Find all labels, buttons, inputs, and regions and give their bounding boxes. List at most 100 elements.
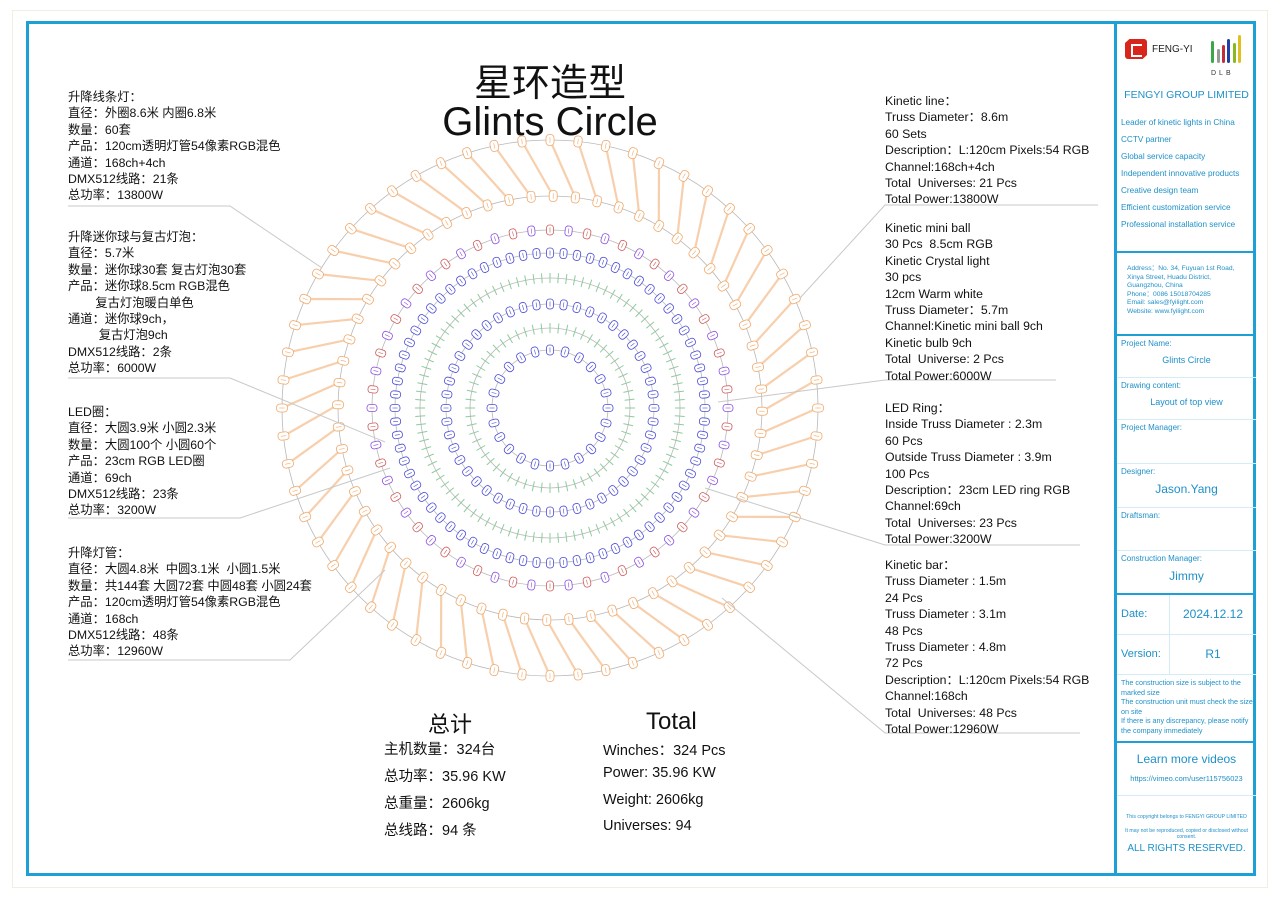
spec-line: 升降迷你球与复古灯泡： bbox=[68, 230, 204, 244]
note-item: If there is any discrepancy, please noti… bbox=[1121, 716, 1249, 735]
spec-line: Kinetic mini ball bbox=[885, 221, 971, 235]
spec-line: DMX512线路：23条 bbox=[68, 487, 179, 502]
spec-line: 直径：外圈8.6米 内圈6.8米 bbox=[68, 106, 217, 121]
spec-line: Total Universes: 48 Pcs bbox=[885, 705, 1017, 720]
videos-section: Learn more videos https://vimeo.com/user… bbox=[1117, 743, 1256, 796]
totals-power-en: Power: 35.96 KW bbox=[603, 765, 716, 781]
spec-line: Truss Diameter : 3.1m bbox=[885, 607, 1007, 622]
fengyi-logo-icon bbox=[1125, 39, 1147, 59]
feature-item: Independent innovative products bbox=[1121, 169, 1240, 178]
spec-line: Total Universe: 2 Pcs bbox=[885, 352, 1004, 367]
address-line: Address：No. 34, Fuyuan 1st Road, bbox=[1127, 265, 1235, 272]
spec-line: 数量：60套 bbox=[68, 122, 131, 137]
spec-line: 100 Pcs bbox=[885, 466, 930, 481]
construction-manager-label: Construction Manager: bbox=[1121, 554, 1202, 563]
spec-line: 12cm Warm white bbox=[885, 286, 983, 301]
designer-row: Designer: Jason.Yang bbox=[1117, 464, 1256, 508]
copyright-line-1: This copyright belongs to FENGYI GROUP L… bbox=[1126, 814, 1247, 820]
spec-line: Description：L:120cm Pixels:54 RGB bbox=[885, 143, 1090, 158]
version-value: R1 bbox=[1205, 647, 1221, 661]
draftsman-row: Draftsman: bbox=[1117, 508, 1256, 551]
spec-line: Kinetic line： bbox=[885, 94, 957, 108]
title-cn: 星环造型 bbox=[473, 63, 626, 105]
totals-heading-cn: 总计 bbox=[428, 712, 473, 737]
spec-line: 总功率：3200W bbox=[68, 503, 157, 518]
spec-line: 产品：120cm透明灯管54像素RGB混色 bbox=[68, 139, 281, 154]
copyright-line-2: It may not be reproduced, copied or disc… bbox=[1125, 828, 1248, 840]
spec-line: 30 pcs bbox=[885, 270, 922, 285]
totals-power-cn: 总功率：35.96 KW bbox=[384, 769, 506, 785]
spec-line: Channel:69ch bbox=[885, 499, 961, 514]
feature-item: Professional installation service bbox=[1121, 220, 1236, 229]
spec-line: 升降线条灯： bbox=[68, 90, 142, 104]
spec-line: Inside Truss Diameter : 2.3m bbox=[885, 417, 1043, 432]
spec-line: 总功率：13800W bbox=[68, 188, 163, 203]
feature-item: Efficient customization service bbox=[1121, 203, 1231, 212]
spec-line: 60 Pcs bbox=[885, 433, 923, 448]
spec-line: 产品：23cm RGB LED圈 bbox=[68, 454, 205, 469]
feature-item: Leader of kinetic lights in China bbox=[1121, 118, 1235, 127]
draftsman-label: Draftsman: bbox=[1121, 511, 1161, 520]
totals-universes-en: Universes: 94 bbox=[603, 818, 692, 834]
title-block: FENG-YI DLB FENGYI GROUP LIMITED Leader … bbox=[1114, 21, 1256, 876]
spec-line: LED Ring： bbox=[885, 401, 950, 415]
spec-line: Kinetic bulb 9ch bbox=[885, 335, 972, 350]
spec-line: 数量：共144套 大圆72套 中圆48套 小圆24套 bbox=[68, 578, 312, 593]
spec-line: LED圈： bbox=[68, 405, 117, 419]
spec-line: Kinetic bar： bbox=[885, 558, 956, 572]
spec-line: Total Power:13800W bbox=[885, 192, 999, 207]
spec-line: Description：23cm LED ring RGB bbox=[885, 483, 1071, 498]
date-label: Date: bbox=[1121, 608, 1148, 620]
spec-line: 产品：迷你球8.5cm RGB混色 bbox=[68, 279, 230, 294]
page-border bbox=[12, 10, 1268, 888]
spec-line: 数量：迷你球30套 复古灯泡30套 bbox=[68, 262, 247, 277]
designer-value: Jason.Yang bbox=[1155, 482, 1218, 496]
date-row: Date: 2024.12.12 bbox=[1117, 595, 1256, 675]
spec-kinetic-line-cn: 升降线条灯： 直径：外圈8.6米 内圈6.8米数量：60套产品：120cm透明灯管… bbox=[68, 89, 281, 204]
version-label: Version: bbox=[1121, 648, 1161, 660]
videos-link[interactable]: https://vimeo.com/user115756023 bbox=[1130, 774, 1243, 783]
spec-line: Outside Truss Diameter : 3.9m bbox=[885, 450, 1052, 465]
note-item: The construction size is subject to the … bbox=[1121, 678, 1241, 697]
company-features: Leader of kinetic lights in China CCTV p… bbox=[1121, 114, 1239, 233]
spec-line: 通道：迷你球9ch， bbox=[68, 312, 174, 327]
spec-line: Total Power:3200W bbox=[885, 532, 992, 547]
spec-led-ring-cn: LED圈：直径：大圆3.9米 小圆2.3米数量：大圆100个 小圆60个产品：2… bbox=[68, 404, 216, 519]
spec-line: Channel:Kinetic mini ball 9ch bbox=[885, 319, 1043, 334]
project-name-label: Project Name: bbox=[1121, 339, 1172, 348]
spec-line: Total Power:12960W bbox=[885, 722, 999, 737]
construction-manager-row: Construction Manager: Jimmy bbox=[1117, 551, 1256, 595]
totals-weight-cn: 总重量：2606kg bbox=[384, 796, 490, 812]
spec-line: Channel:168ch+4ch bbox=[885, 159, 995, 174]
email: Email: sales@fyilight.com bbox=[1127, 299, 1204, 307]
version-row: Version: R1 bbox=[1117, 635, 1256, 675]
feature-item: Creative design team bbox=[1121, 186, 1199, 195]
spec-line: DMX512线路：2条 bbox=[68, 344, 172, 359]
spec-line: 通道：69ch bbox=[68, 470, 132, 485]
spec-line: Channel:168ch bbox=[885, 689, 968, 704]
drawing-content-row: Drawing content: Layout of top view bbox=[1117, 378, 1256, 420]
spec-line: Truss Diameter：5.7m bbox=[885, 303, 1009, 318]
project-manager-label: Project Manager: bbox=[1121, 423, 1182, 432]
phone: Phone：0086 15018704285 bbox=[1127, 290, 1211, 298]
company-section: FENG-YI DLB FENGYI GROUP LIMITED Leader … bbox=[1117, 21, 1256, 253]
company-address: Address：No. 34, Fuyuan 1st Road, Xinya S… bbox=[1127, 265, 1234, 317]
notes-section: The construction size is subject to the … bbox=[1117, 675, 1256, 743]
spec-line: Truss Diameter : 1.5m bbox=[885, 574, 1007, 589]
spec-line: Description：L:120cm Pixels:54 RGB bbox=[885, 672, 1090, 687]
spec-kinetic-bar-cn: 升降灯管：直径：大圆4.8米 中圆3.1米 小圆1.5米数量：共144套 大圆7… bbox=[68, 545, 312, 660]
company-name: FENGYI GROUP LIMITED bbox=[1124, 89, 1249, 101]
spec-line: Truss Diameter : 4.8m bbox=[885, 640, 1007, 655]
project-manager-row: Project Manager: bbox=[1117, 420, 1256, 464]
drawing-content-label: Drawing content: bbox=[1121, 381, 1182, 390]
spec-line: 数量：大圆100个 小圆60个 bbox=[68, 437, 217, 452]
construction-notes: The construction size is subject to the … bbox=[1121, 678, 1256, 735]
fengyi-logo: FENG-YI bbox=[1125, 39, 1193, 59]
spec-line: 通道：168ch+4ch bbox=[68, 155, 166, 170]
spec-line: 48 Pcs bbox=[885, 623, 923, 638]
spec-line: 复古灯泡暖白单色 bbox=[68, 295, 194, 310]
date-value: 2024.12.12 bbox=[1182, 607, 1244, 621]
spec-line: 复古灯泡9ch bbox=[68, 328, 168, 343]
